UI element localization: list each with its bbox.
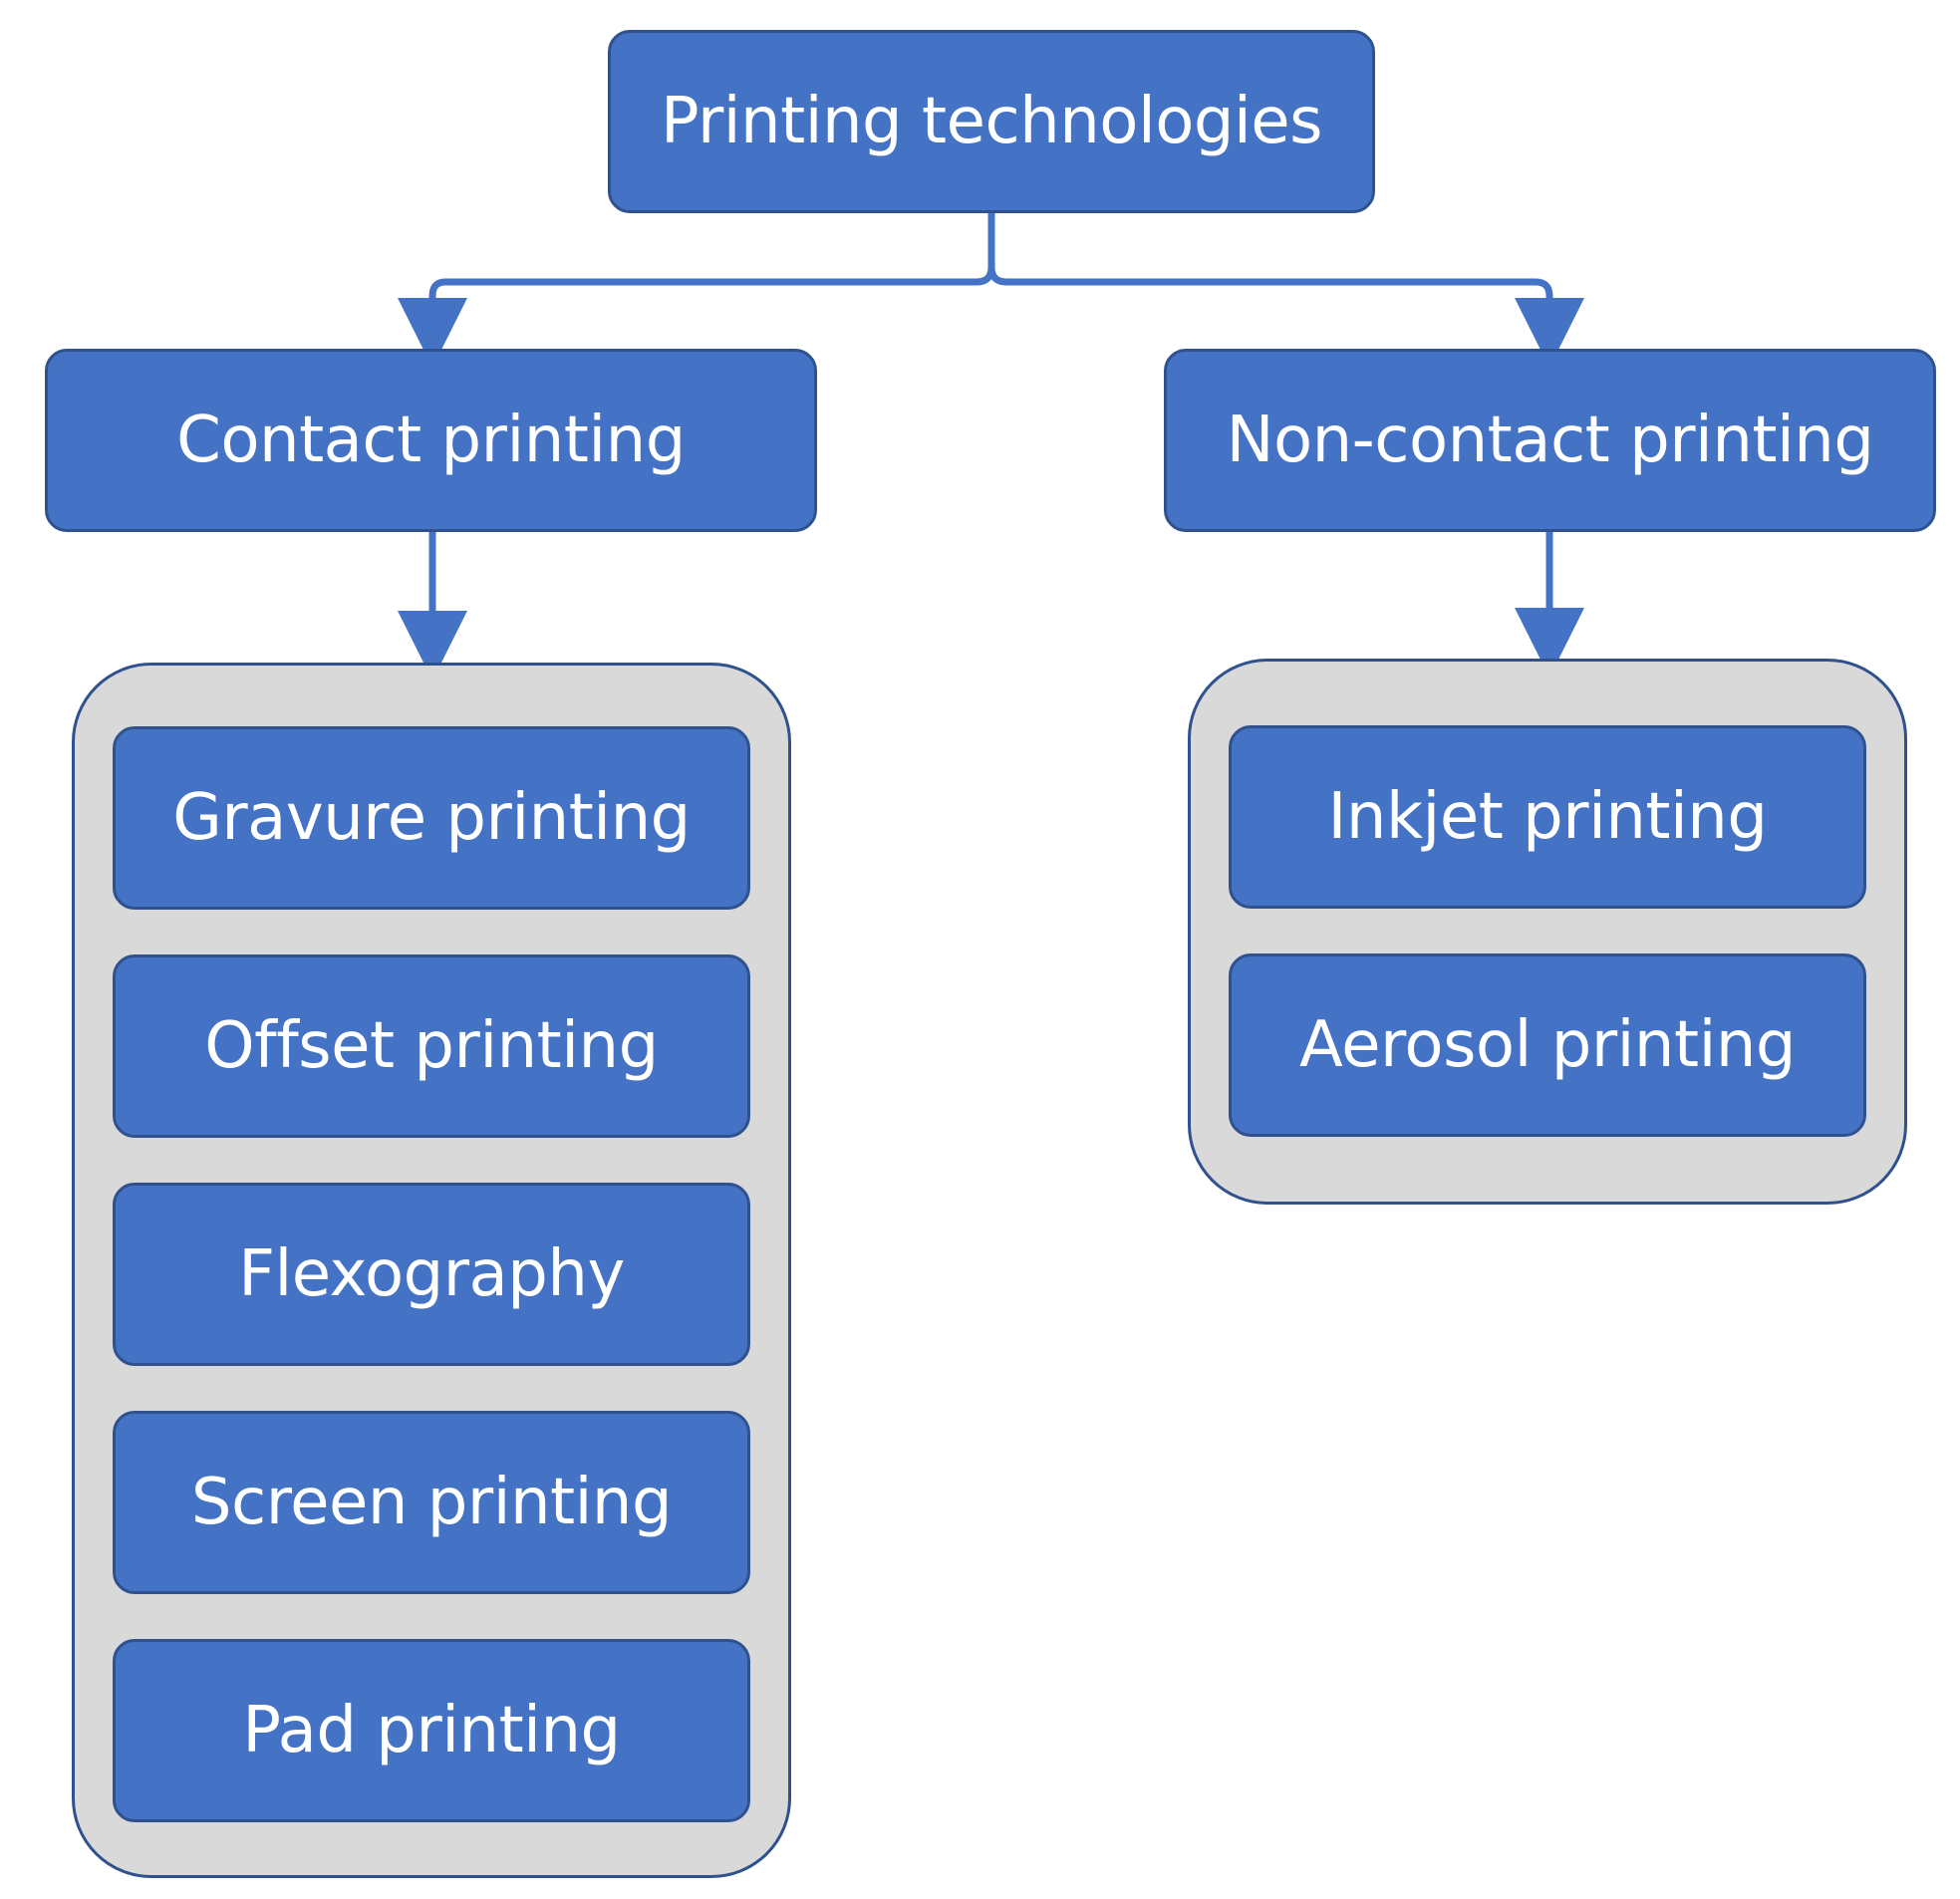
category-label: Contact printing xyxy=(176,404,686,477)
connector-root-to-contact xyxy=(398,213,995,368)
item-flexography: Flexography xyxy=(113,1183,750,1366)
item-offset-printing: Offset printing xyxy=(113,954,750,1138)
category-label: Non-contact printing xyxy=(1226,404,1874,477)
item-label: Aerosol printing xyxy=(1298,1008,1797,1082)
category-non-contact-printing: Non-contact printing xyxy=(1164,349,1936,532)
connector-root-to-noncontact xyxy=(987,213,1584,368)
item-label: Screen printing xyxy=(190,1466,673,1539)
item-pad-printing: Pad printing xyxy=(113,1639,750,1822)
item-label: Offset printing xyxy=(204,1009,659,1083)
item-label: Gravure printing xyxy=(172,781,691,855)
item-inkjet-printing: Inkjet printing xyxy=(1229,725,1866,909)
root-label: Printing technologies xyxy=(660,85,1323,158)
root-node: Printing technologies xyxy=(608,30,1375,213)
item-label: Inkjet printing xyxy=(1327,780,1768,854)
item-gravure-printing: Gravure printing xyxy=(113,726,750,910)
item-aerosol-printing: Aerosol printing xyxy=(1229,953,1866,1137)
item-screen-printing: Screen printing xyxy=(113,1411,750,1594)
item-label: Flexography xyxy=(238,1237,625,1311)
item-label: Pad printing xyxy=(242,1694,621,1767)
category-contact-printing: Contact printing xyxy=(45,349,817,532)
